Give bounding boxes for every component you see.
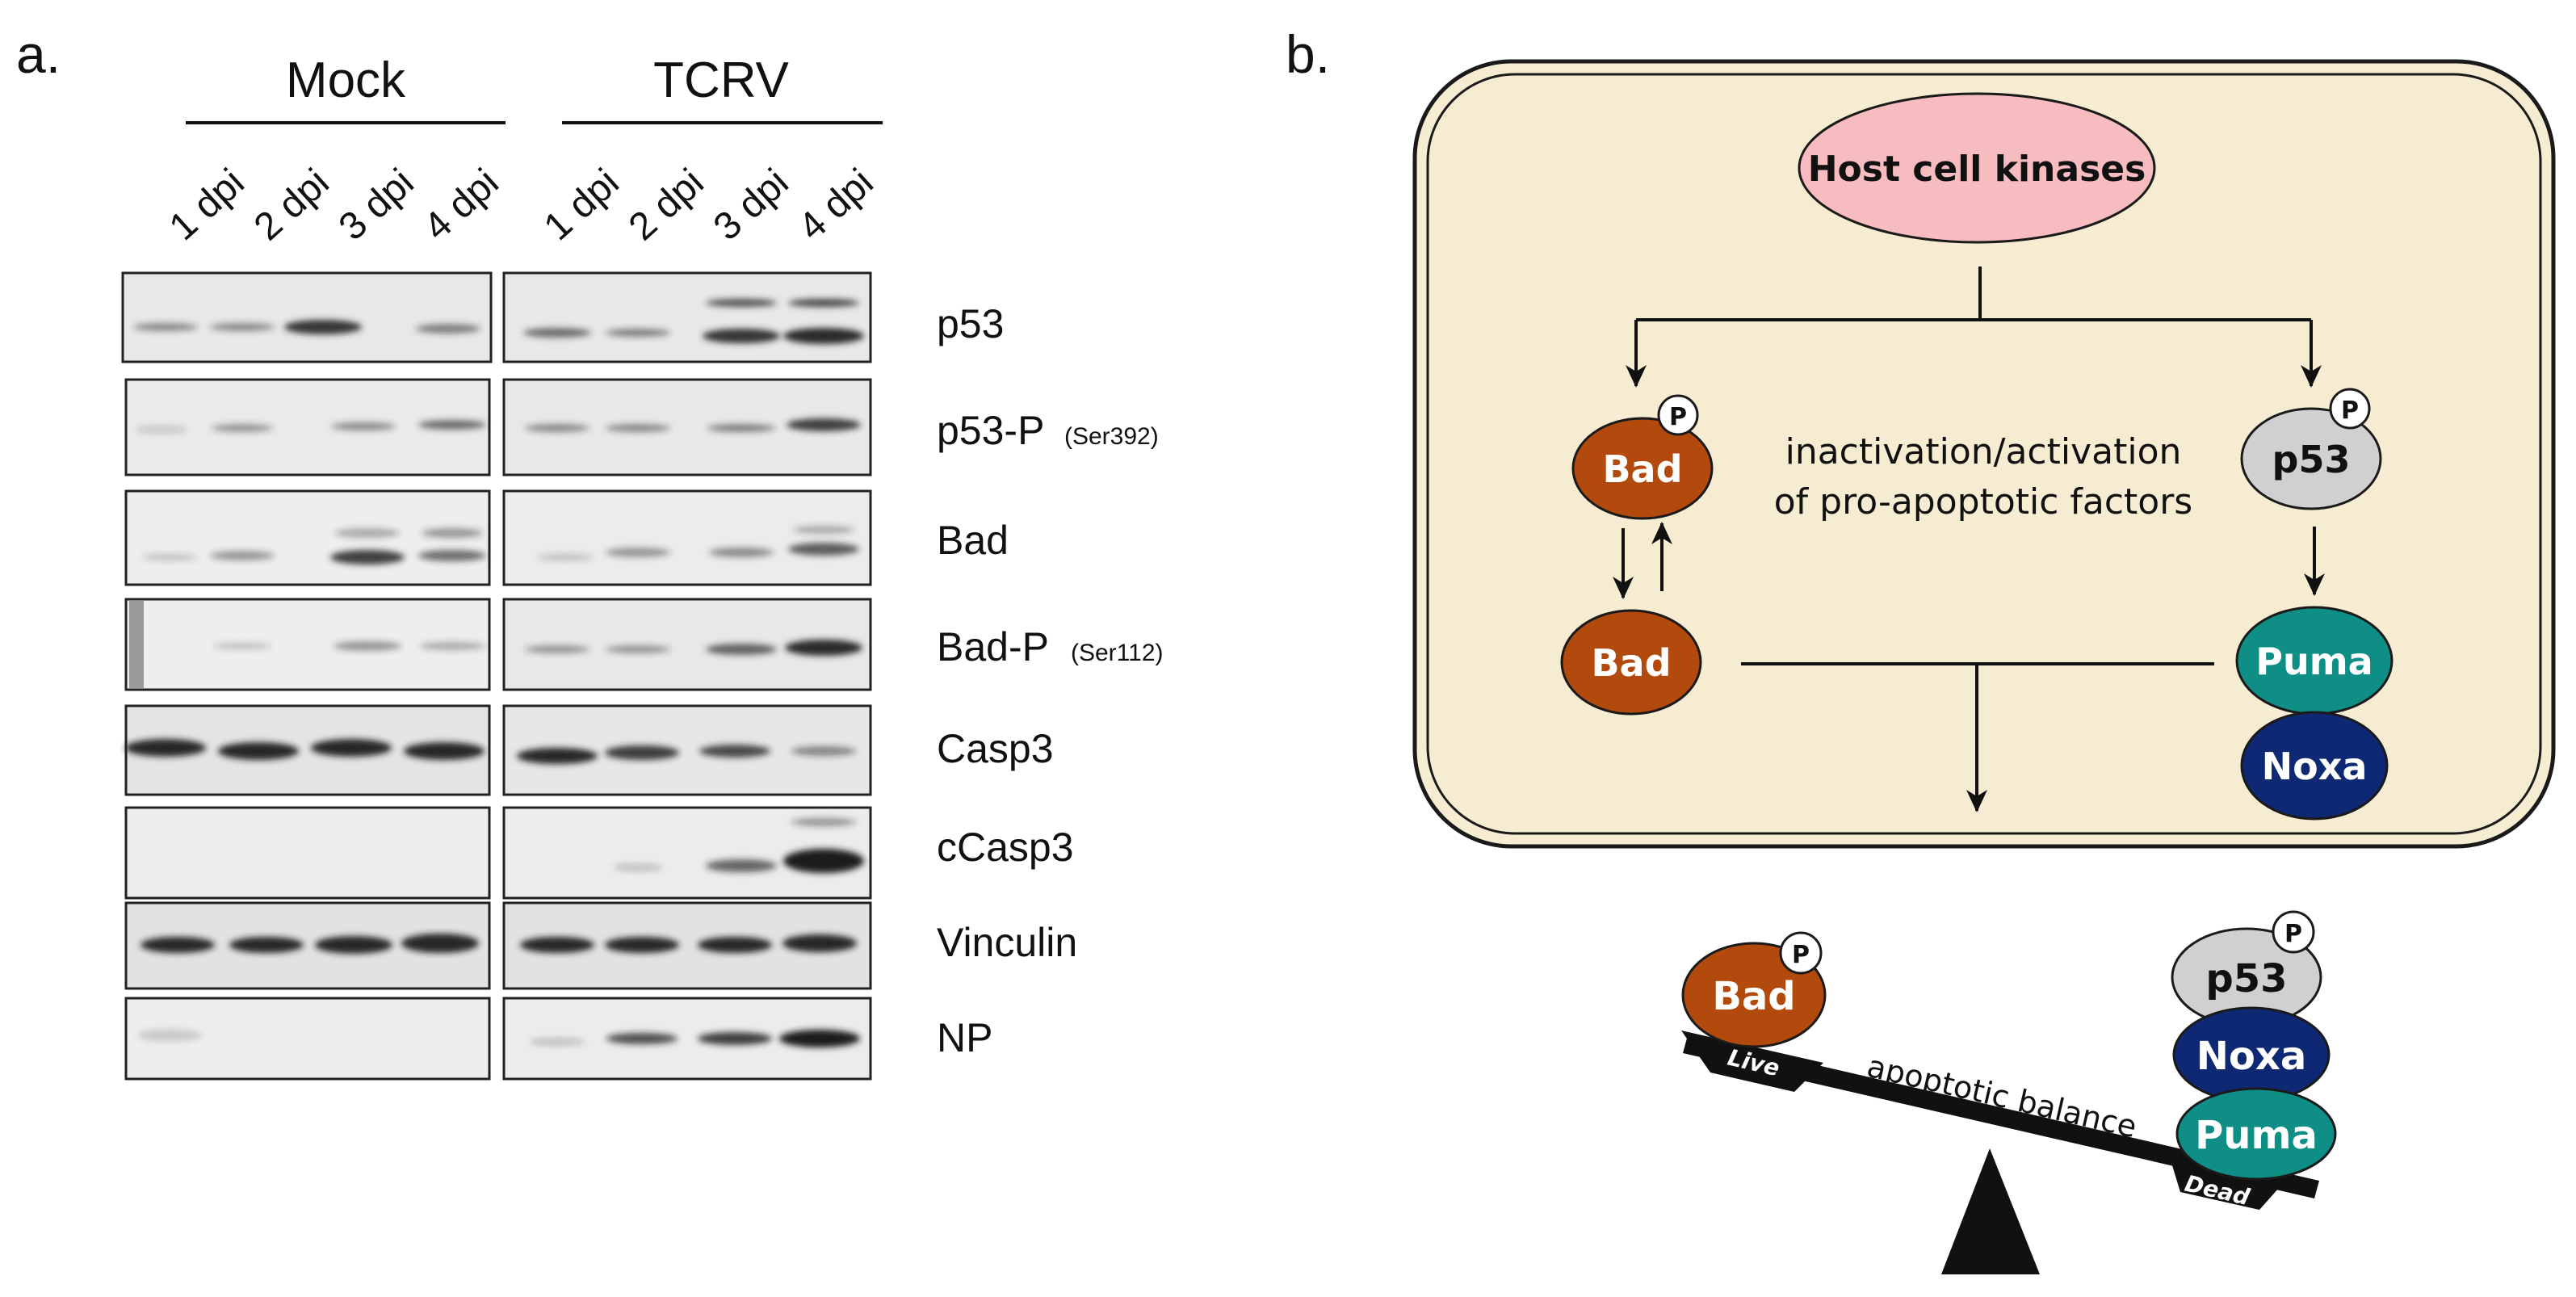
bad-node bbox=[1560, 609, 1702, 716]
live-tray bbox=[1681, 1030, 1823, 1092]
western-blots bbox=[121, 271, 872, 1081]
center-text-line1: inactivation/activation bbox=[1785, 431, 2182, 472]
group-label-mock: Mock bbox=[286, 52, 406, 108]
bad-label: Bad bbox=[1591, 641, 1671, 685]
balance-bad-phosphate-label: P bbox=[1792, 941, 1810, 969]
balance-fulcrum bbox=[1941, 1148, 2040, 1274]
blot-row-p53 bbox=[121, 271, 872, 363]
blot-row-casp3 bbox=[124, 704, 872, 796]
panel-b-label: b. bbox=[1286, 24, 1330, 84]
blot-row-p53-p bbox=[124, 378, 872, 476]
blot-sublabel-bad-p: (Ser112) bbox=[1071, 640, 1164, 666]
blot-row-ccasp3 bbox=[124, 806, 872, 900]
lane-label-tcrv-4: 4 dpi bbox=[791, 161, 882, 249]
dead-tray bbox=[2169, 1155, 2285, 1210]
balance-p53-phosphate bbox=[2272, 910, 2315, 954]
balance-bad-label: Bad bbox=[1712, 974, 1795, 1019]
lane-label-tcrv-3: 3 dpi bbox=[706, 161, 797, 249]
blot-label-bad-p: Bad-P bbox=[937, 624, 1049, 669]
bad-phosphate-label: P bbox=[1669, 403, 1687, 431]
blot-label-p53: p53 bbox=[937, 301, 1004, 346]
blot-row-bad-p bbox=[124, 598, 872, 691]
noxa-label: Noxa bbox=[2262, 745, 2368, 788]
balance-puma-label: Puma bbox=[2195, 1113, 2318, 1158]
lane-label-tcrv-2: 2 dpi bbox=[621, 161, 712, 249]
blot-label-casp3: Casp3 bbox=[937, 726, 1054, 771]
blot-row-vinculin bbox=[124, 901, 872, 990]
bad-interconversion-arrows bbox=[1613, 522, 1672, 599]
apoptotic-balance: Live Dead apoptotic balance Bad P p53 P … bbox=[1681, 910, 2337, 1274]
cell-inner-border bbox=[1426, 73, 2542, 835]
balance-noxa-label: Noxa bbox=[2196, 1034, 2307, 1079]
blot-label-np: NP bbox=[937, 1015, 992, 1060]
blot-row-bad bbox=[124, 489, 872, 586]
bad-phospho-node bbox=[1571, 417, 1714, 520]
lane-label-mock-1: 1 dpi bbox=[162, 161, 253, 249]
group-label-tcrv: TCRV bbox=[653, 52, 789, 108]
host-cell-kinases-node bbox=[1798, 92, 2156, 244]
blot-row-np bbox=[124, 997, 872, 1081]
balance-bad-phosphate bbox=[1779, 931, 1823, 975]
lane-label-mock-3: 3 dpi bbox=[331, 161, 422, 249]
blot-label-bad: Bad bbox=[937, 518, 1009, 563]
balance-puma-node bbox=[2175, 1087, 2337, 1181]
noxa-node bbox=[2240, 711, 2389, 821]
p53-phosphate-badge bbox=[2329, 388, 2371, 430]
panel-a-label: a. bbox=[16, 24, 61, 84]
center-text-line2: of pro-apoptotic factors bbox=[1774, 481, 2192, 523]
puma-label: Puma bbox=[2255, 640, 2373, 683]
lane-label-mock-2: 2 dpi bbox=[246, 161, 338, 249]
p53-label: p53 bbox=[2272, 438, 2351, 481]
blot-label-vinculin: Vinculin bbox=[937, 920, 1077, 965]
bad-phosphate-badge bbox=[1657, 394, 1699, 436]
balance-beam bbox=[1683, 1035, 2319, 1198]
p53-phosphate-label: P bbox=[2341, 397, 2359, 425]
lane-label-mock-4: 4 dpi bbox=[416, 161, 507, 249]
bad-phospho-label: Bad bbox=[1602, 447, 1682, 491]
p53-node bbox=[2240, 407, 2382, 510]
blot-label-ccasp3: cCasp3 bbox=[937, 825, 1074, 870]
balance-p53-label: p53 bbox=[2205, 956, 2287, 1001]
lane-label-tcrv-1: 1 dpi bbox=[536, 161, 627, 249]
blot-label-p53-p: p53-P bbox=[937, 408, 1044, 453]
host-cell-kinases-label: Host cell kinases bbox=[1808, 149, 2146, 190]
kinase-branch-arrows bbox=[1626, 267, 2322, 388]
blot-sublabel-p53-p: (Ser392) bbox=[1064, 423, 1159, 450]
converging-arrow bbox=[1741, 662, 2214, 812]
balance-p53-phosphate-label: P bbox=[2284, 920, 2302, 948]
